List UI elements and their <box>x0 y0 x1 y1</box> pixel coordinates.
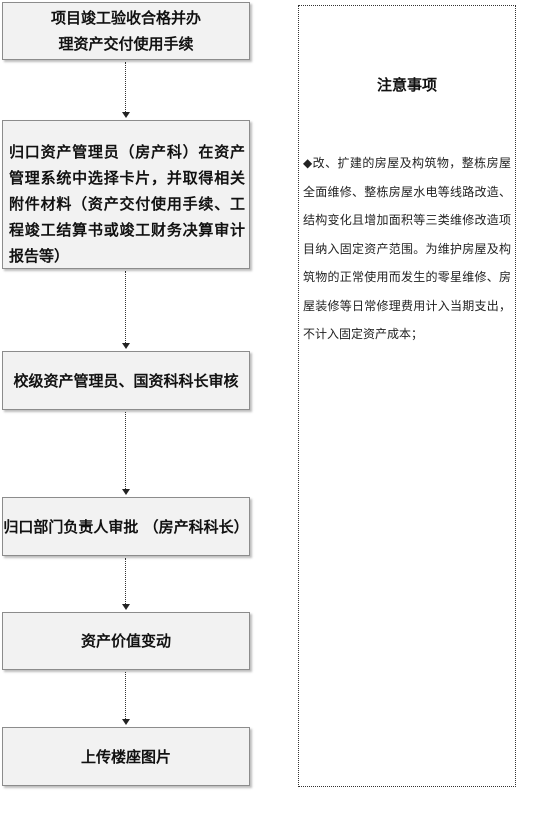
connector-line <box>125 62 126 112</box>
arrow-down-icon <box>122 112 130 118</box>
flow-step-text: 归口资产管理员（房产科）在资产管理系统中选择卡片，并取得相关附件材料（资产交付使… <box>9 143 245 265</box>
flow-step-text: 资产价值变动 <box>80 632 171 650</box>
connector-line <box>125 412 126 489</box>
notes-body: ◆改、扩建的房屋及构筑物，整栋房屋全面维修、整栋房屋水电等线路改造、结构变化且增… <box>303 156 511 341</box>
flow-step-value-change: 资产价值变动 <box>2 612 250 670</box>
flow-step-review: 校级资产管理员、国资科科长审核 <box>2 351 250 410</box>
flow-step-select-card: 归口资产管理员（房产科）在资产管理系统中选择卡片，并取得相关附件材料（资产交付使… <box>2 120 250 269</box>
flow-step-text: 校级资产管理员、国资科科长审核 <box>13 371 239 390</box>
arrow-down-icon <box>122 719 130 725</box>
connector-line <box>125 672 126 719</box>
flow-step-text: 项目竣工验收合格并办理资产交付使用手续 <box>51 9 202 53</box>
arrow-down-icon <box>122 489 130 495</box>
connector-line <box>125 271 126 343</box>
arrow-down-icon <box>122 604 130 610</box>
flow-step-text: 上传楼座图片 <box>80 747 171 766</box>
flow-step-completion-acceptance: 项目竣工验收合格并办理资产交付使用手续 <box>2 2 250 60</box>
flow-step-upload-image: 上传楼座图片 <box>2 727 250 786</box>
arrow-down-icon <box>122 343 130 349</box>
connector-line <box>125 558 126 604</box>
notes-title: 注意事项 <box>376 76 437 94</box>
notes-panel: 注意事项 ◆改、扩建的房屋及构筑物，整栋房屋全面维修、整栋房屋水电等线路改造、结… <box>298 5 516 787</box>
flow-step-text: 归口部门负责人审批 （房产科科长） <box>3 517 249 536</box>
flow-step-approval: 归口部门负责人审批 （房产科科长） <box>2 497 250 556</box>
